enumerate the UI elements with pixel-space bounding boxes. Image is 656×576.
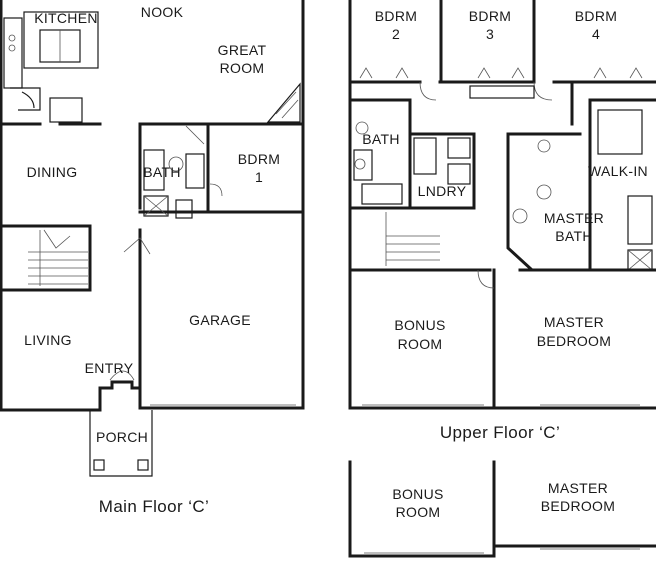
master-bedroom-label-b: BEDROOM [537,333,611,349]
bonus-room-label-a: BONUS [394,317,445,333]
dining-label: DINING [27,164,78,180]
upper-floor-caption: Upper Floor ‘C’ [440,423,560,442]
great-room-label-2: ROOM [220,60,265,76]
alt-master-bedroom-label-a: MASTER [548,480,608,496]
main-floor-outer-wall [0,0,305,412]
fireplace [266,82,301,123]
great-room-label-1: GREAT [218,42,267,58]
bdrm-2-label-b: 2 [392,26,400,42]
alt-bonus-room-label-b: ROOM [396,504,441,520]
upper-bath-label: BATH [362,131,400,147]
bdrm-1-label-b: 1 [255,169,263,185]
entry-label: ENTRY [85,360,134,376]
porch-outline [89,410,153,477]
bdrm-1-label-a: BDRM [238,151,280,167]
porch-label: PORCH [96,429,148,445]
garage-label: GARAGE [189,312,251,328]
master-bath-label-b: BATH [555,228,593,244]
alternate-upper-plan: BONUS ROOM MASTER BEDROOM [348,460,656,558]
main-bath-label: BATH [143,164,181,180]
bdrm-2-label-a: BDRM [375,8,417,24]
living-label: LIVING [24,332,72,348]
bdrm-4-label-a: BDRM [575,8,617,24]
bdrm-4-label-b: 4 [592,26,600,42]
kitchen-label: KITCHEN [34,10,98,26]
alt-master-bedroom-label-b: BEDROOM [541,498,615,514]
main-floor-caption: Main Floor ‘C’ [99,497,209,516]
kitchen-side-counter [3,17,23,89]
kitchen-counter [23,11,99,69]
bdrm-3-label-a: BDRM [469,8,511,24]
bonus-room-label-b: ROOM [398,336,443,352]
walk-in-label: WALK-IN [588,163,648,179]
upper-floor-outer-wall [348,0,656,410]
nook-label: NOOK [141,4,184,20]
master-bath-label-a: MASTER [544,210,604,226]
upper-floor-plan: BDRM 2 BDRM 3 BDRM 4 BATH LNDRY WALK-IN … [348,0,656,442]
main-floor-plan: KITCHEN NOOK GREAT ROOM DINING BATH BDRM… [0,0,305,516]
alt-bonus-room-label-a: BONUS [392,486,443,502]
laundry-label: LNDRY [418,183,467,199]
bdrm-3-label-b: 3 [486,26,494,42]
master-bedroom-label-a: MASTER [544,314,604,330]
